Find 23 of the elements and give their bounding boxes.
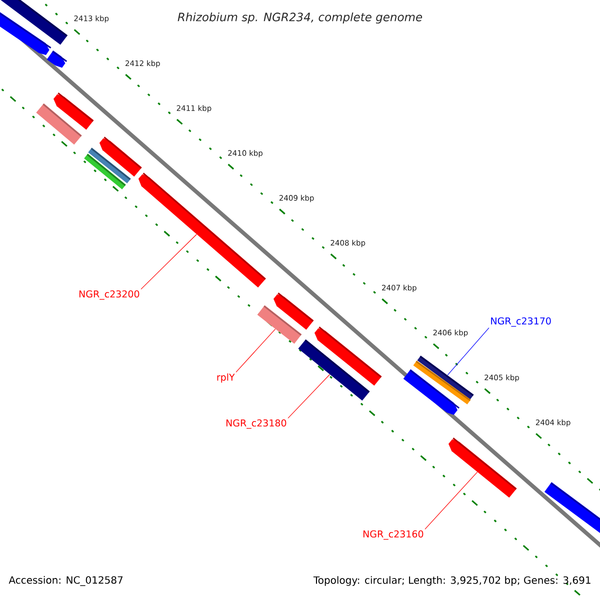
- gene-label: rplY: [217, 373, 235, 383]
- title: Rhizobium sp. NGR234, complete genome: [178, 12, 422, 24]
- gene-label: NGR_c23170: [491, 317, 551, 327]
- gene-label: NGR_c23180: [226, 419, 286, 429]
- genome-summary-text: Topology: circular; Length: 3,925,702 bp; Genes: 3,691: [313, 576, 590, 586]
- leader-line: [236, 328, 276, 372]
- gene-feature: [84, 154, 126, 190]
- gene-feature: [448, 438, 517, 498]
- gene-feature: [274, 292, 314, 330]
- leader-line: [424, 472, 478, 530]
- gene-feature: [138, 172, 266, 288]
- gene-label: NGR_c23160: [363, 530, 424, 540]
- gene-feature: [99, 136, 142, 177]
- gene-feature: [403, 369, 460, 415]
- gene-feature: [314, 326, 382, 386]
- gene-label: NGR_c23200: [79, 290, 140, 300]
- gene-feature: [36, 103, 82, 145]
- gene-feature: [46, 50, 68, 68]
- leader-line: [140, 234, 197, 290]
- gene-feature: [0, 0, 68, 45]
- accession-text: Accession: NC_012587: [8, 576, 123, 586]
- leader-line: [288, 374, 330, 418]
- gene-feature: [544, 482, 600, 535]
